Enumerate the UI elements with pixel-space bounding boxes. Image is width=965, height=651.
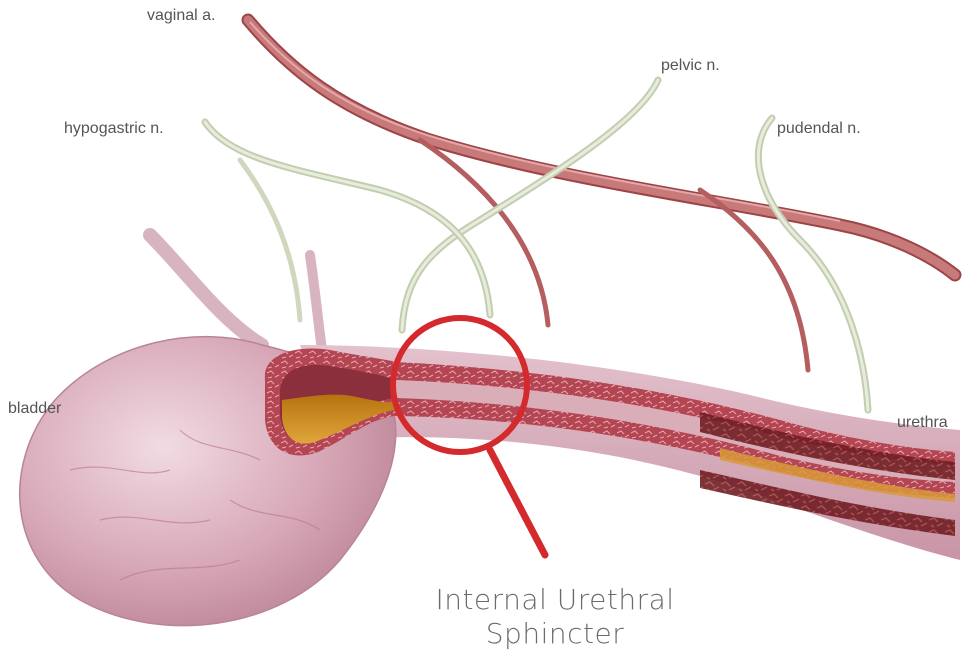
callout-label: Internal Urethral Sphincter [385, 583, 725, 651]
label-pudendal-nerve: pudendal n. [777, 120, 861, 138]
callout-pointer [490, 450, 545, 555]
callout-line-1: Internal Urethral [385, 583, 725, 617]
label-vaginal-artery: vaginal a. [147, 7, 216, 25]
label-pelvic-nerve: pelvic n. [661, 57, 720, 75]
pelvic-nerve [402, 80, 658, 330]
callout-line-2: Sphincter [385, 617, 725, 651]
label-bladder: bladder [8, 400, 61, 418]
label-urethra: urethra [897, 414, 948, 432]
bladder [20, 337, 396, 626]
label-hypogastric-nerve: hypogastric n. [64, 120, 164, 138]
